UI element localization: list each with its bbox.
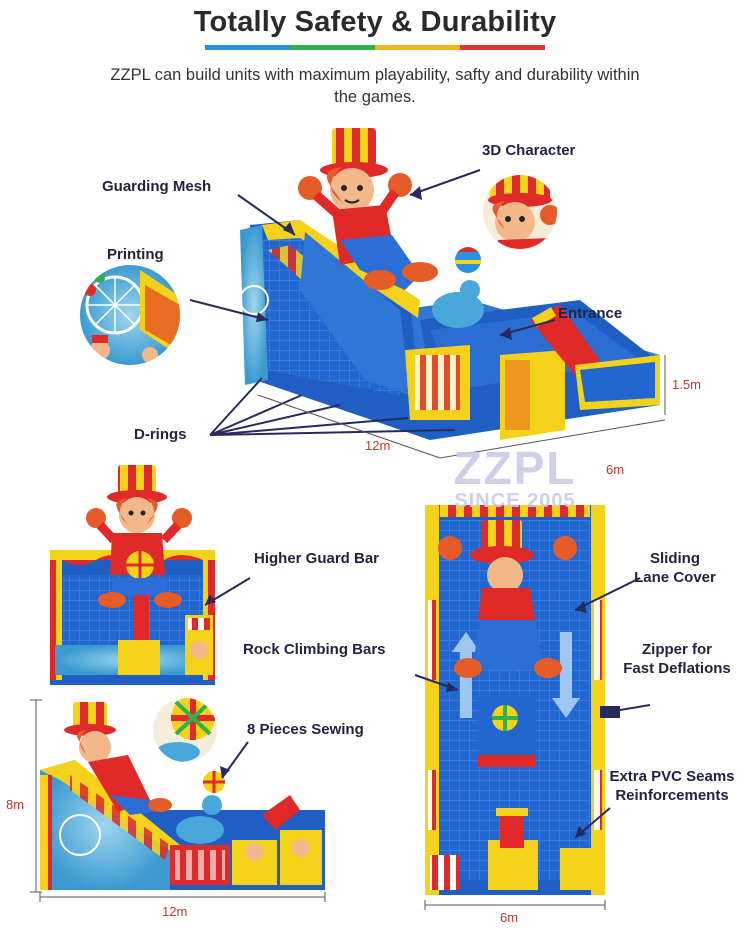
watermark-since: SINCE 2005 <box>454 490 576 512</box>
dim-top-width: 6m <box>606 462 625 477</box>
printing-inset <box>80 265 180 365</box>
side-dimension-lines <box>30 699 326 902</box>
brand-watermark: ZZPL SINCE 2005 <box>415 445 615 511</box>
callout-higher-guard-bar: Higher Guard Bar <box>254 550 380 567</box>
top-unit-illustration <box>239 128 660 440</box>
sewing-inset <box>153 698 217 762</box>
callout-zipper: Zipper for Fast Deflations <box>612 640 742 678</box>
dim-side-height: 8m <box>6 797 25 812</box>
side-view-illustration <box>40 702 325 890</box>
callout-sliding-lane-cover: Sliding Lane Cover <box>615 549 735 587</box>
underline-blue <box>205 45 290 50</box>
sliding-line-1: Sliding <box>650 550 700 567</box>
topdown-dimension-lines <box>424 900 606 910</box>
dim-top-length: 12m <box>365 438 391 453</box>
underline-green <box>290 45 375 50</box>
zipper-line-2: Fast Deflations <box>623 660 731 677</box>
callout-entrance: Entrance <box>558 305 623 322</box>
callout-guarding-mesh: Guarding Mesh <box>102 178 212 195</box>
zipper-line-1: Zipper for <box>642 641 712 658</box>
callout-d-rings: D-rings <box>134 426 187 443</box>
sliding-line-2: Lane Cover <box>634 569 716 586</box>
callout-3d-character: 3D Character <box>482 142 576 159</box>
dim-side-length: 12m <box>162 904 188 919</box>
callout-rock-climbing-bars: Rock Climbing Bars <box>243 641 386 658</box>
page-title: Totally Safety & Durability <box>193 6 557 38</box>
top-callout-lines <box>189 169 556 436</box>
callout-pvc-seams: Extra PVC Seams Reinforcements <box>594 767 750 805</box>
title-underline <box>205 45 545 50</box>
dim-front-width: 6m <box>500 910 519 925</box>
top-dimension-lines <box>257 355 666 459</box>
pvc-line-2: Reinforcements <box>615 787 729 804</box>
dim-top-height: 1.5m <box>672 377 701 392</box>
pvc-line-1: Extra PVC Seams <box>609 768 735 785</box>
page-subtitle: ZZPL can build units with maximum playab… <box>110 66 640 106</box>
front-view-illustration <box>50 465 215 685</box>
watermark-brand: ZZPL <box>453 442 577 494</box>
callout-printing: Printing <box>107 246 164 263</box>
underline-yellow <box>375 45 460 50</box>
topdown-view-illustration <box>425 505 605 895</box>
character-inset <box>483 175 557 249</box>
underline-red <box>460 45 545 50</box>
callout-8-pieces-sewing: 8 Pieces Sewing <box>247 721 364 738</box>
